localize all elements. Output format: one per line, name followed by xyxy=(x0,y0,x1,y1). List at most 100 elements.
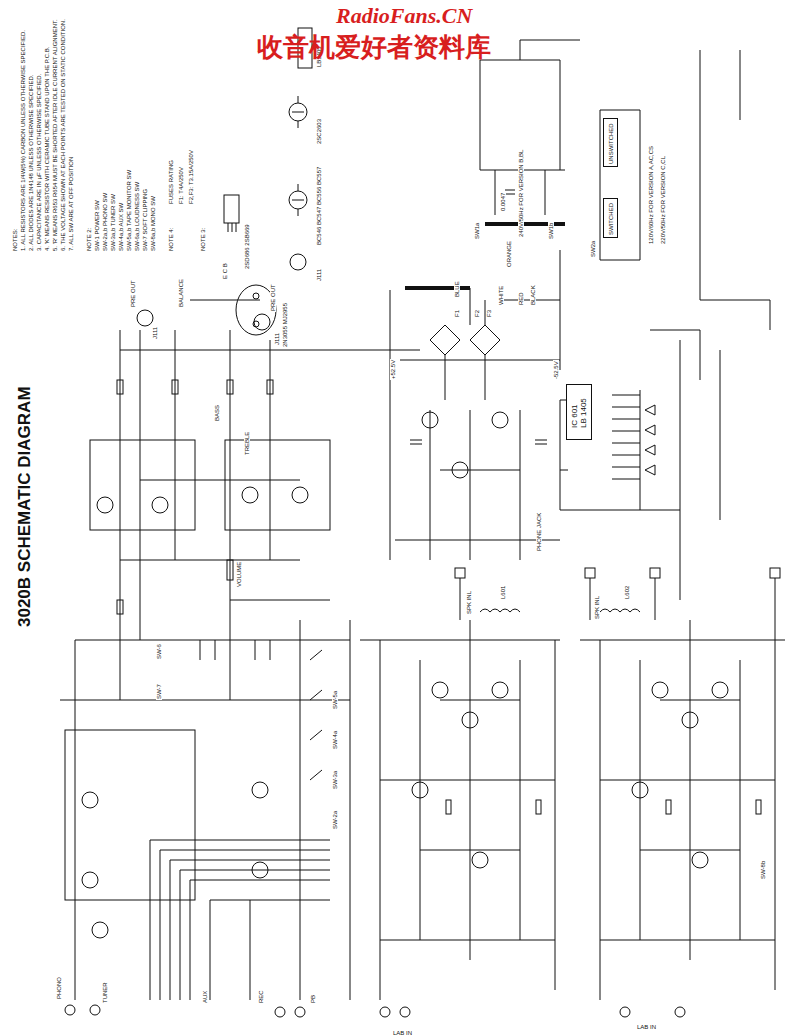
schematic-label: SPK INL xyxy=(594,595,600,620)
power-amp-wiring xyxy=(770,568,780,578)
schematic-label: 4. 'K' MEANS RESISTOR WITH CERAMIC TUBE … xyxy=(44,46,50,252)
schematic-label: SW-6 xyxy=(156,643,162,660)
power-amp-wiring xyxy=(650,568,660,578)
node-text: UNSWITCHED xyxy=(608,123,615,164)
preamp-wiring xyxy=(90,440,195,530)
schematic-label: PRE OUT xyxy=(270,283,276,312)
preamp-wiring xyxy=(292,487,308,503)
led-driver-wiring xyxy=(560,330,720,600)
preamp-wiring xyxy=(267,380,273,394)
schematic-label: F3 xyxy=(486,309,492,318)
schematic-label: BLUE xyxy=(454,280,460,298)
schematic-label: WHITE xyxy=(498,285,504,306)
schematic-label: SW-5a,b TAPE MONITOR SW xyxy=(126,169,132,252)
pinout-symbols xyxy=(290,254,306,270)
schematic-label: PB xyxy=(310,994,316,1004)
schematic-label: PHONO xyxy=(56,976,62,1000)
schematic-label: NOTE 2: xyxy=(86,227,92,252)
node-text: IC 601 xyxy=(571,398,580,428)
schematic-label: L602 xyxy=(624,585,630,600)
schematic-label: SW1b xyxy=(548,222,554,240)
schematic-label: F2 xyxy=(474,309,480,318)
power-amp-wiring xyxy=(432,682,448,698)
power-amp-wiring xyxy=(580,620,785,1000)
preamp-wiring xyxy=(82,792,98,808)
schematic-label: 2N3055 MJ2955 xyxy=(282,302,288,348)
pinout-symbols xyxy=(292,96,304,128)
power-amp-wiring xyxy=(585,568,595,578)
pinout-symbols xyxy=(253,293,259,299)
power-supply-wiring xyxy=(390,250,560,560)
schematic-label: SW-6a,b LOUDNESS SW xyxy=(134,181,140,252)
schematic-label: 2SD686 2SB669 xyxy=(244,223,250,270)
pinout-symbols xyxy=(228,223,236,232)
mains-wiring xyxy=(480,40,770,330)
power-amp-wiring xyxy=(360,568,785,1017)
schematic-label: +52.5V xyxy=(390,359,396,380)
schematic-label: SW-3a,b TUNER SW xyxy=(110,193,116,252)
schematic-label: 1. ALL RESISTORS ARE 1/4W(5%) CARBON UNL… xyxy=(20,29,26,252)
schematic-label: PHONE JACK xyxy=(536,512,542,552)
power-amp-wiring xyxy=(492,682,508,698)
outlet-box: SWITCHED xyxy=(603,198,618,238)
preamp-wiring xyxy=(90,1005,100,1015)
schematic-label: BC546 BC547 BC556 BC557 xyxy=(316,166,322,246)
schematic-label: BALANCE xyxy=(178,278,184,308)
power-amp-wiring xyxy=(675,1007,685,1017)
schematic-label: SW-8b xyxy=(760,860,766,880)
preamp-wiring xyxy=(92,922,108,938)
preamp-wiring xyxy=(150,840,330,1000)
preamp-wiring xyxy=(172,380,178,394)
schematic-label: PRE OUT xyxy=(130,279,136,308)
preamp-wiring xyxy=(137,310,153,326)
schematic-label: F1: T4A/250V xyxy=(178,166,184,205)
schematic-label: AUX xyxy=(202,990,208,1004)
power-amp-wiring xyxy=(460,578,775,640)
preamp-wiring xyxy=(252,862,268,878)
led-driver-wiring xyxy=(645,405,655,475)
schematic-label: 3. CAPACITANCE ARE IN µF UNLESS OTHERWIS… xyxy=(36,73,42,252)
schematic-label: 0.0047 xyxy=(500,192,506,212)
watermark: RadioFans.CN xyxy=(335,4,473,27)
power-supply-wiring xyxy=(492,412,508,428)
power-amp-wiring xyxy=(462,712,478,728)
power-amp-wiring xyxy=(412,782,428,798)
power-amp-wiring xyxy=(682,712,698,728)
power-amp-wiring xyxy=(380,1007,390,1017)
preamp-wiring xyxy=(65,1005,75,1015)
schematic-label: F2,F3: T3.15A/250V xyxy=(188,149,194,205)
power-supply-wiring xyxy=(430,325,500,355)
schematic-label: F1 xyxy=(454,309,460,318)
schematic-label: SW-2a xyxy=(332,810,338,830)
preamp-wiring xyxy=(200,640,322,780)
pinout-symbols xyxy=(224,195,239,223)
node-text-group: SWITCHED xyxy=(608,203,615,235)
pinout-symbols xyxy=(292,184,304,216)
preamp-wiring xyxy=(82,872,98,888)
power-amp-wiring xyxy=(666,800,671,814)
led-driver-wiring xyxy=(560,330,720,600)
schematic-label: E C B xyxy=(222,262,228,280)
preamp-wiring xyxy=(152,497,168,513)
node-text: SWITCHED xyxy=(608,203,615,235)
schematic-label: TREBLE xyxy=(244,431,250,456)
preamp-wiring xyxy=(252,782,268,798)
schematic-label: 6. THE VOLTAGE SHOWN AT EACH POINTS ARE … xyxy=(60,18,66,252)
schematic-label: SW-3a xyxy=(332,770,338,790)
schematic-label: 5. 'R' MEANS R653 R654 MUST BE SHORTED A… xyxy=(52,18,58,252)
preamp-wiring xyxy=(60,300,420,1017)
schematic-label: J111 xyxy=(274,332,280,346)
schematic-label: L601 xyxy=(500,585,506,600)
schematic-label: 220V/50Hz FOR VERSION C,CL xyxy=(660,155,666,245)
node-text-group: IC 601LB 1405 xyxy=(571,398,589,428)
schematic-label: FUSES RATING xyxy=(168,159,174,205)
schematic-label: TUNER xyxy=(102,981,108,1004)
schematic-label: SW-1 POWER SW xyxy=(94,199,100,252)
preamp-wiring xyxy=(117,380,123,394)
schematic-label: LAB IN xyxy=(392,1030,413,1036)
power-supply-wiring xyxy=(410,440,547,444)
power-supply-wiring xyxy=(422,412,438,428)
power-amp-wiring xyxy=(472,852,488,868)
power-amp-wiring xyxy=(360,620,560,1000)
